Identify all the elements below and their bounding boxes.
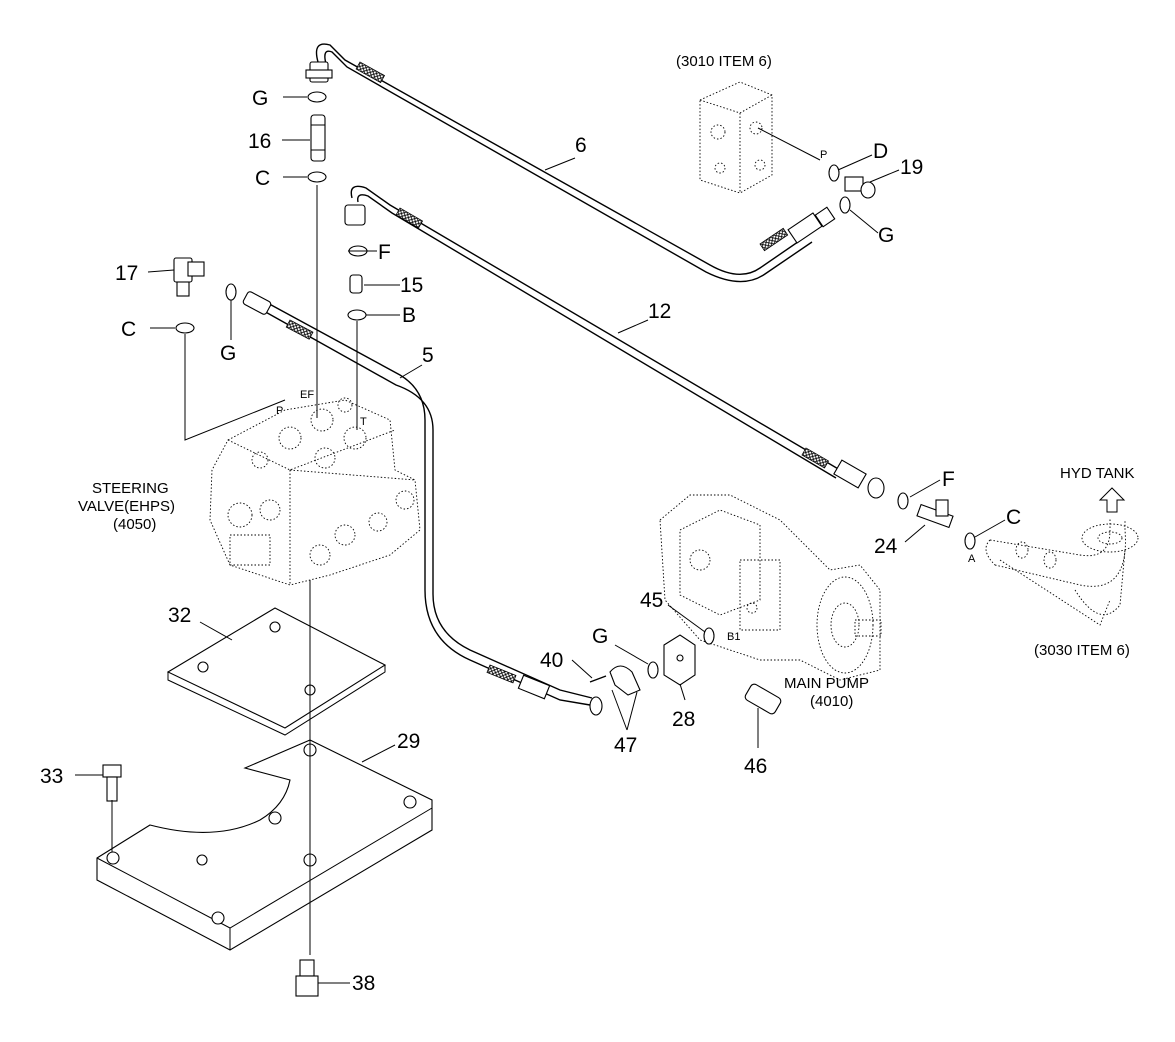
elbow-19 <box>844 176 876 199</box>
steering-valve-label-1: STEERING <box>92 480 169 497</box>
label-g-top: G <box>252 87 268 110</box>
oring-g-top <box>307 91 327 103</box>
block-28 <box>663 634 696 686</box>
bolt-33 <box>102 764 122 802</box>
bracket-29 <box>96 739 433 951</box>
port-a-tank: A <box>968 553 976 565</box>
tee-24 <box>916 499 954 529</box>
oring-45 <box>703 627 715 645</box>
label-d: D <box>873 140 888 163</box>
plate-32 <box>166 607 387 736</box>
tank-pipe-3030 <box>985 518 1139 626</box>
label-16: 16 <box>248 130 271 153</box>
label-12: 12 <box>648 300 671 323</box>
main-pump-label-1: MAIN PUMP <box>784 675 869 692</box>
label-b: B <box>402 304 416 327</box>
label-38: 38 <box>352 972 375 995</box>
hyd-tank-label: HYD TANK <box>1060 465 1134 482</box>
label-17: 17 <box>115 262 138 285</box>
label-47: 47 <box>614 734 637 757</box>
oring-b <box>347 309 367 321</box>
label-6: 6 <box>575 134 587 157</box>
hose-6 <box>305 43 836 283</box>
bolt-38 <box>295 959 319 997</box>
check-valve-16 <box>310 114 326 162</box>
label-5: 5 <box>422 344 434 367</box>
label-f-right: F <box>942 468 955 491</box>
label-g-right: G <box>878 224 894 247</box>
label-28: 28 <box>672 708 695 731</box>
hose-12 <box>344 185 885 499</box>
oring-g-right <box>839 196 851 214</box>
port-p-block: P <box>820 149 827 161</box>
oring-f-right <box>897 492 909 510</box>
label-46: 46 <box>744 755 767 778</box>
block-3010 <box>699 81 821 194</box>
label-45: 45 <box>640 589 663 612</box>
label-c-right: C <box>1006 506 1021 529</box>
oring-c-top <box>307 171 327 183</box>
label-c-left: C <box>121 318 136 341</box>
plug-15 <box>349 274 363 294</box>
label-g-left: G <box>220 342 236 365</box>
hose-5 <box>242 291 603 716</box>
oring-c-right <box>964 532 976 550</box>
port-p-valve: P <box>276 405 283 417</box>
label-29: 29 <box>397 730 420 753</box>
label-19: 19 <box>900 156 923 179</box>
label-c-top: C <box>255 167 270 190</box>
label-24: 24 <box>874 535 898 558</box>
assembly-lines <box>111 185 358 955</box>
elbow-17 <box>173 257 205 297</box>
steering-valve-label-2: VALVE(EHPS) <box>78 498 175 515</box>
port-t-valve: T <box>360 416 367 428</box>
port-ef-valve: EF <box>300 389 314 401</box>
oring-d <box>828 164 840 182</box>
main-pump-label-2: (4010) <box>810 693 853 710</box>
label-33: 33 <box>40 765 63 788</box>
oring-c-left <box>175 322 195 334</box>
label-g-pump: G <box>592 625 608 648</box>
sensor-46 <box>744 683 782 715</box>
label-f-top: F <box>378 241 391 264</box>
steering-valve-label-3: (4050) <box>113 516 156 533</box>
label-15: 15 <box>400 274 423 297</box>
tank-arrow <box>1098 487 1126 513</box>
bolt-40 <box>589 675 607 683</box>
label-40: 40 <box>540 649 563 672</box>
port-b1-pump: B1 <box>727 631 740 643</box>
oring-g-pump <box>647 661 659 679</box>
clamp-47 <box>609 665 641 696</box>
main-pump <box>659 494 882 681</box>
label-32: 32 <box>168 604 191 627</box>
oring-g-left <box>225 283 237 301</box>
steering-valve <box>209 397 421 586</box>
ref-3010: (3010 ITEM 6) <box>676 53 772 70</box>
ref-3030: (3030 ITEM 6) <box>1034 642 1130 659</box>
leader-lines <box>75 96 1006 984</box>
